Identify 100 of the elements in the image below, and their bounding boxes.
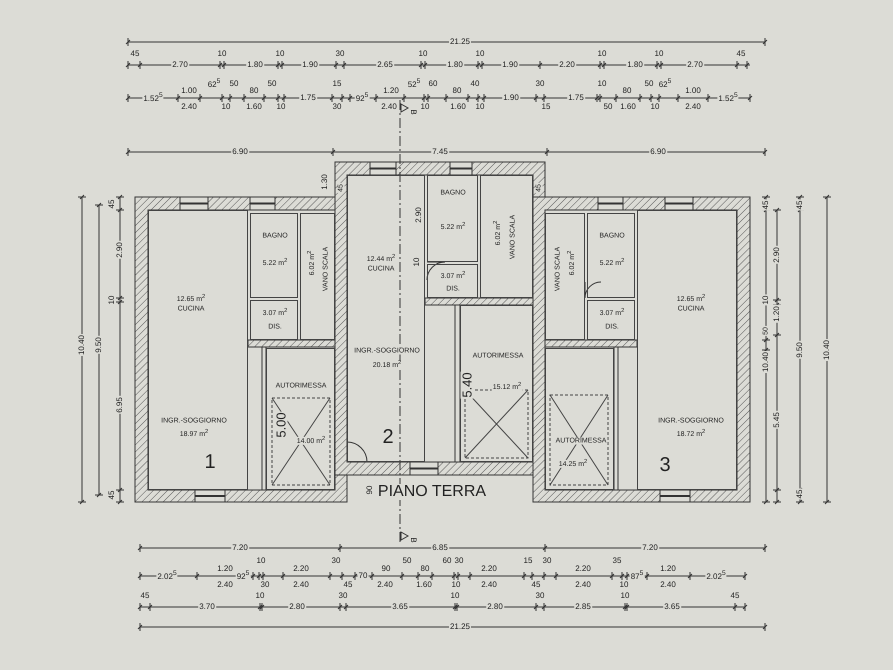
dimension-label: 2.70	[171, 61, 189, 69]
dimension-label: 10.40	[823, 338, 831, 362]
dimension-label: 1.30	[321, 173, 329, 191]
dimension-label: 30	[332, 103, 342, 111]
dimension-label: 1.20	[216, 565, 234, 573]
dimension-label: 3.65	[391, 603, 409, 611]
dimension-label: 62$^{5}$	[206, 79, 222, 89]
dimension-label: 1.52$^{5}$	[142, 93, 164, 103]
dimension-label: 80	[452, 87, 462, 95]
dimension-label: 62$^{5}$	[658, 79, 672, 89]
room	[250, 300, 298, 340]
dimension-label: 92$^{5}$	[236, 571, 250, 581]
dimension-label: 92$^{5}$	[354, 93, 370, 103]
dimension-label: 1.00	[684, 87, 702, 95]
dimension-label: 80	[248, 87, 260, 95]
dimension-label: 1.52$^{5}$	[717, 93, 739, 103]
dimension-label: 5.00	[274, 411, 288, 439]
dimension-label: 2.40	[376, 581, 394, 589]
dimension-label: 2.20	[558, 61, 576, 69]
room	[480, 175, 533, 298]
dimension-label: 87$^{5}$	[630, 571, 644, 581]
dimension-label: 15	[522, 557, 534, 565]
dimension-label: 10	[276, 103, 286, 111]
dimension-label: 10	[418, 50, 428, 58]
dimension-label: 50	[602, 103, 614, 111]
dimension-label: 1.20	[382, 87, 400, 95]
dimension-label: 1.20	[773, 305, 781, 323]
dimension-label: 1.90	[301, 61, 319, 69]
dimension-label: 45	[140, 592, 150, 600]
floor-title: PIANO TERRA	[376, 484, 488, 500]
dimension-label: 15	[540, 103, 552, 111]
room	[250, 213, 298, 298]
dimension-label: 50	[266, 80, 278, 88]
dimension-label: 3.70	[198, 603, 216, 611]
dimension-label: 2.40	[684, 103, 702, 111]
dimension-label: 6.90	[231, 148, 249, 156]
dimension-label: 2.20	[480, 565, 498, 573]
dimension-label: 21.25	[448, 38, 472, 46]
dimension-label: 10	[216, 50, 228, 58]
dimension-label: 10	[474, 50, 486, 58]
room	[587, 213, 635, 298]
dimension-label: 10	[596, 80, 608, 88]
dimension-label: 45	[736, 50, 746, 58]
dimension-label: 1.80	[446, 61, 464, 69]
section-mark: B	[409, 536, 417, 544]
dimension-label: 10	[474, 103, 486, 111]
dimension-label: 1.60	[449, 103, 467, 111]
dimension-label: 45	[530, 581, 542, 589]
dimension-label: 1.60	[245, 103, 263, 111]
dimension-label: 30	[260, 581, 270, 589]
section-mark: B	[409, 108, 417, 116]
dimension-label: 1.90	[501, 61, 519, 69]
dimension-label: 30	[534, 592, 546, 600]
dimension-label: 2.90	[116, 241, 124, 259]
dimension-label: 90	[380, 565, 392, 573]
dimension-label: 40	[470, 80, 480, 88]
dimension-label: 10	[420, 103, 430, 111]
dimension-label: 52$^{5}$	[406, 79, 422, 89]
dimension-label: 45	[108, 198, 116, 210]
dimension-label: 3.65	[663, 603, 681, 611]
dimension-label: 30	[534, 80, 546, 88]
dimension-label: 1.90	[502, 94, 520, 102]
dimension-label: 10	[450, 592, 460, 600]
dimension-label: 50	[644, 80, 654, 88]
dimension-label: 90	[366, 484, 374, 496]
dimension-label: 50	[402, 557, 412, 565]
dimension-label: 7.45	[431, 148, 449, 156]
room	[545, 348, 614, 490]
dimension-label: 10.40	[78, 334, 86, 356]
dimension-label: 5.40	[460, 371, 474, 399]
dimension-label: 10	[254, 592, 266, 600]
dimension-label: 2.70	[686, 61, 704, 69]
dimension-label: 10	[596, 50, 608, 58]
dimension-label: 2.20	[292, 565, 310, 573]
dimension-label: 7.20	[231, 544, 249, 552]
room	[427, 264, 478, 298]
dimension-label: 30	[338, 592, 348, 600]
dimension-label: 10	[762, 294, 770, 306]
dimension-label: 6.85	[431, 544, 449, 552]
dimension-label: 45	[108, 490, 116, 500]
dimension-label: 10	[413, 256, 421, 268]
dimension-label: 60	[428, 80, 438, 88]
dimension-label: 45	[762, 200, 770, 210]
room	[545, 213, 585, 340]
dimension-label: 1.75	[567, 94, 585, 102]
room	[300, 213, 335, 340]
dimension-label: 2.90	[773, 246, 781, 264]
dimension-label: 10	[620, 592, 630, 600]
dimension-label: 30	[542, 557, 552, 565]
dimension-label: 2.40	[292, 581, 310, 589]
dimension-label: 30	[454, 557, 464, 565]
dimension-label: 2.80	[486, 603, 504, 611]
dimension-label: 2.20	[574, 565, 592, 573]
dimension-label: 6.90	[649, 148, 667, 156]
dimension-label: 10	[654, 50, 664, 58]
dimension-label: 2.80	[288, 603, 306, 611]
dimension-label: 70	[358, 572, 368, 580]
dimension-label: 45	[796, 200, 804, 210]
dimension-label: 1.60	[415, 581, 433, 589]
dimension-label: 5.45	[773, 411, 781, 429]
